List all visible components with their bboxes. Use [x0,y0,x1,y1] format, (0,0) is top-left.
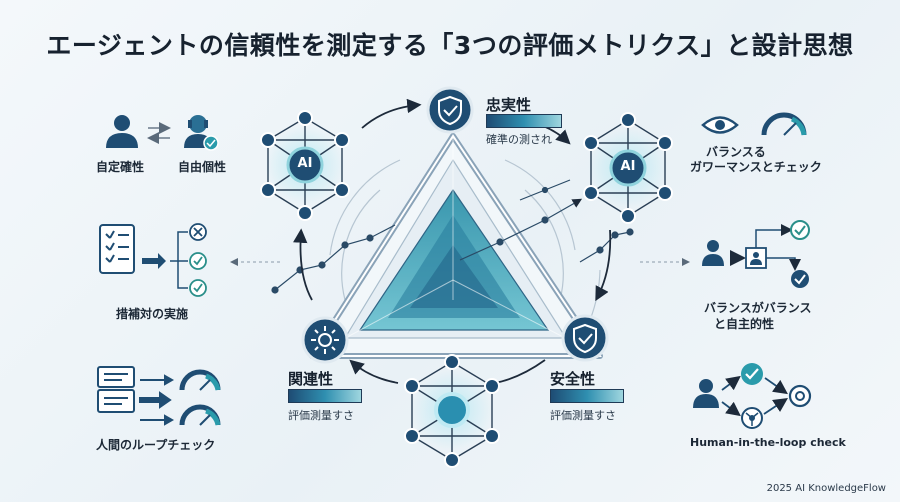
trend-line-right [459,179,634,263]
balance-perf-label-2: ガワーマンスとチェック [690,160,822,174]
ai-label-right: AI [620,159,636,174]
autonomy-right-label: 自由個性 [178,160,227,174]
balance-perf-label-1: バランスる [706,145,766,159]
page-title: エージェントの信頼性を測定する「3つの評価メトリクス」と設計思想 [46,31,854,60]
autonomy-left-label: 自定確性 [96,160,145,174]
safety-title: 安全性 [550,370,596,388]
faithfulness-title: 忠実性 [486,96,532,114]
triangle-radar [309,133,603,359]
relevance-bar [288,389,362,403]
faithfulness-subtitle: 確準の測され [486,133,552,146]
dashboard-gauges-icon [97,366,221,426]
swap-arrows-icon [147,122,171,144]
robot-icon [184,115,219,151]
safety-shield-icon [561,314,609,362]
checklist-label: 措補対の実施 [116,307,189,321]
ai-network-left [260,110,350,221]
balance-label-1: バランスがバランス [704,301,812,315]
relevance-subtitle: 評価測量すさ [288,409,354,422]
hitl-label: Human-in-the-loop check [690,436,846,449]
approval-flow-icon [702,220,810,288]
shield-icon [426,86,474,134]
person-icon [106,115,138,148]
safety-subtitle: 評価測量すさ [550,409,616,422]
footer-credit: 2025 AI KnowledgeFlow [766,483,886,494]
eye-icon [701,116,739,134]
orbit-arcs [329,159,601,321]
balance-label-2: と自主的性 [714,317,775,331]
gear-network-icon [301,316,349,364]
ai-label-left: AI [297,156,313,171]
relevance-title: 関連性 [288,370,334,388]
ai-network-bottom [404,354,500,468]
safety-bar [550,389,624,403]
faithfulness-bar [486,114,562,128]
speed-gauge-icon [761,112,807,136]
ai-network-right [583,112,673,224]
human-loop-icon [693,363,812,429]
checklist-icon [99,223,207,297]
human-loop-label: 人間のループチェック [96,438,216,452]
